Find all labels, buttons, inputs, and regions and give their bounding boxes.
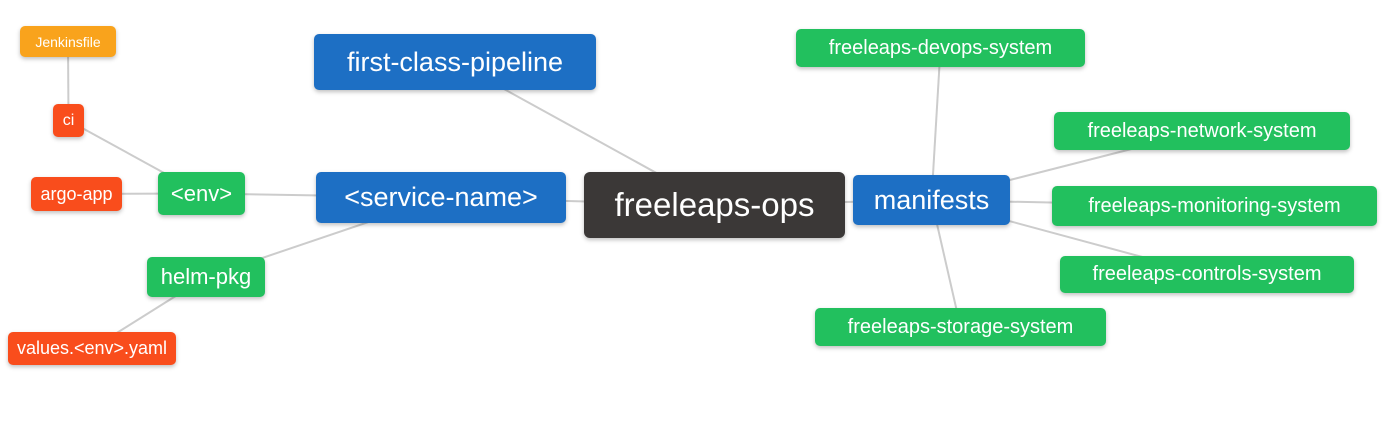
node-ci[interactable]: ci	[53, 104, 84, 137]
node-env[interactable]: <env>	[158, 172, 245, 215]
edge-manifests-devops-system	[930, 47, 942, 201]
node-freeleaps-storage-system[interactable]: freeleaps-storage-system	[815, 308, 1106, 346]
node-jenkinsfile[interactable]: Jenkinsfile	[20, 26, 116, 57]
node-service-name[interactable]: <service-name>	[316, 172, 566, 223]
node-argo-app[interactable]: argo-app	[31, 177, 122, 211]
node-freeleaps-network-system[interactable]: freeleaps-network-system	[1054, 112, 1350, 150]
node-manifests[interactable]: manifests	[853, 175, 1010, 225]
node-freeleaps-ops-root[interactable]: freeleaps-ops	[584, 172, 845, 238]
node-freeleaps-monitoring-system[interactable]: freeleaps-monitoring-system	[1052, 186, 1377, 226]
node-freeleaps-controls-system[interactable]: freeleaps-controls-system	[1060, 256, 1354, 293]
node-values-env-yaml[interactable]: values.<env>.yaml	[8, 332, 176, 365]
node-helm-pkg[interactable]: helm-pkg	[147, 257, 265, 297]
node-first-class-pipeline[interactable]: first-class-pipeline	[314, 34, 596, 90]
node-freeleaps-devops-system[interactable]: freeleaps-devops-system	[796, 29, 1085, 67]
